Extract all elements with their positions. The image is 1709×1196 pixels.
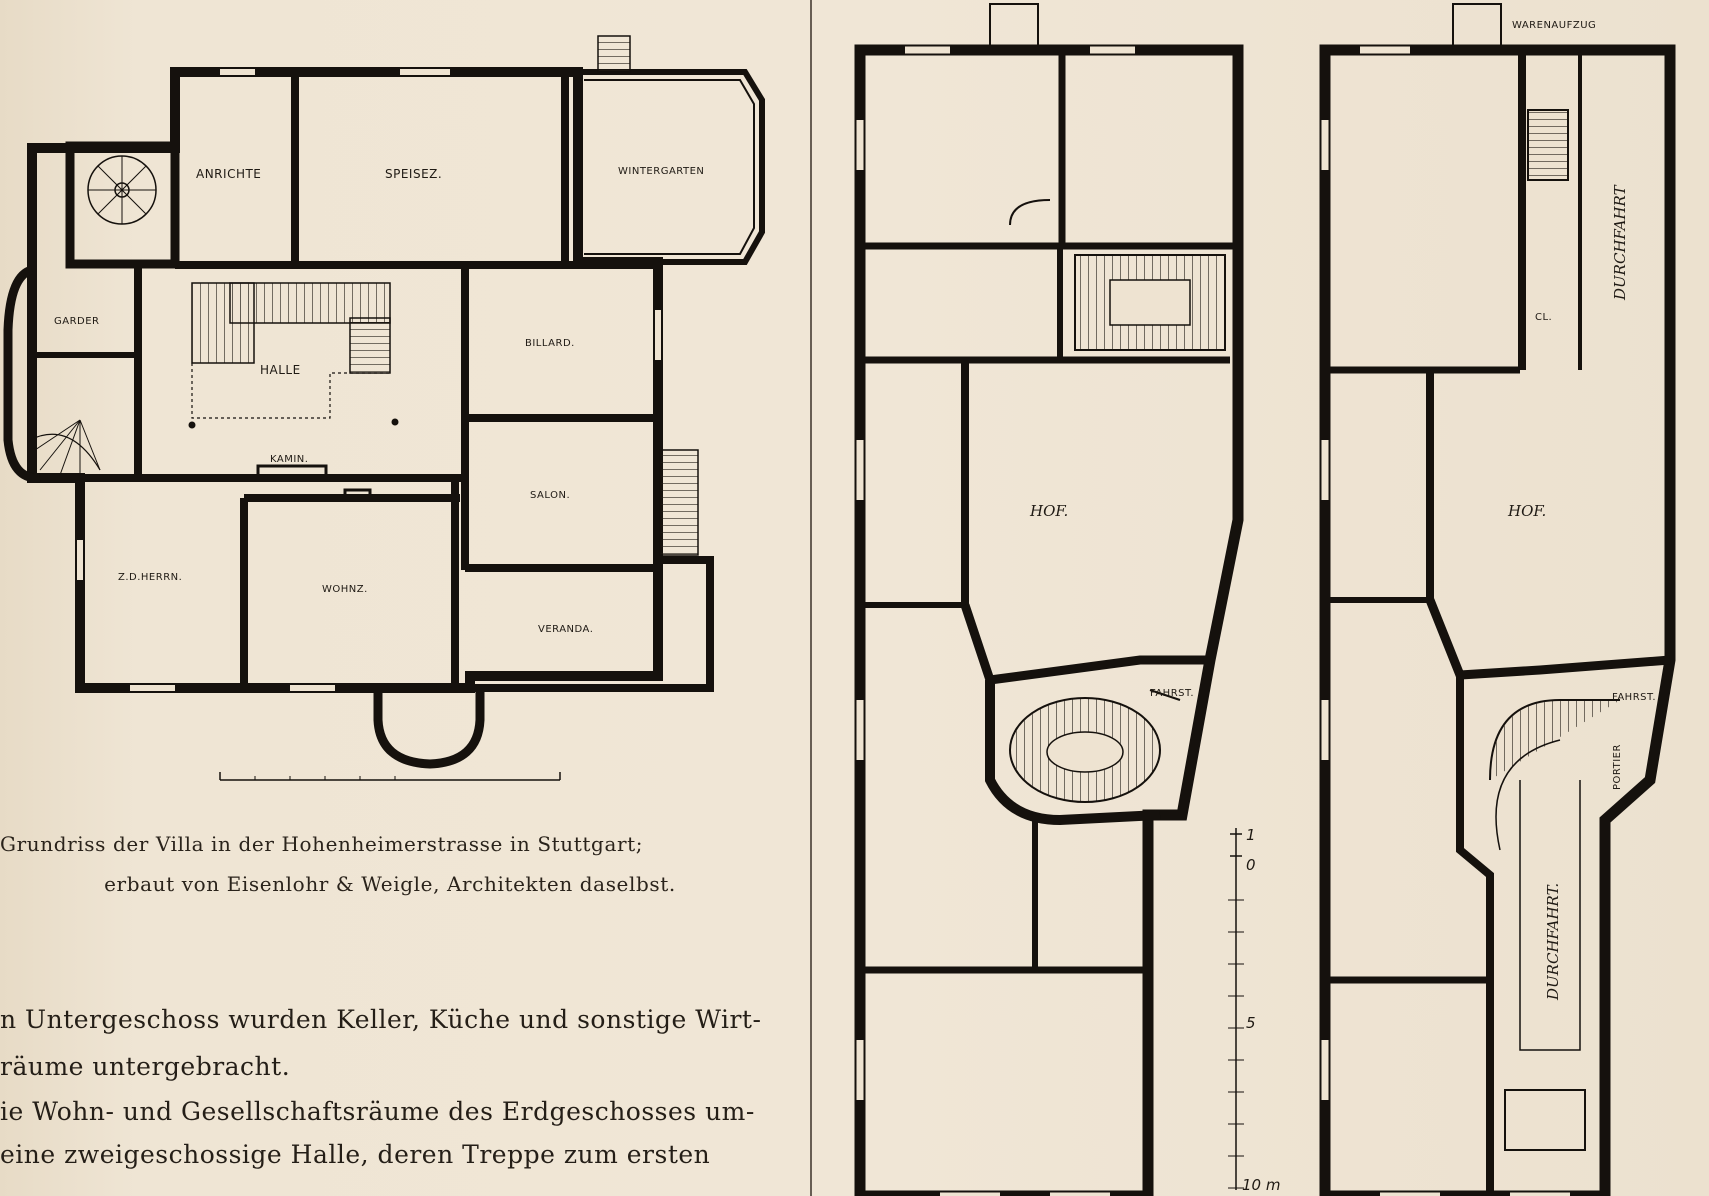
label-speisez: SPEISEZ.	[385, 167, 442, 181]
label-right-hof: HOF.	[1507, 502, 1546, 520]
villa-caption-line2: erbaut von Eisenlohr & Weigle, Architekt…	[104, 872, 676, 896]
label-warenaufzug: WARENAUFZUG	[1512, 20, 1596, 31]
body-text-line1: n Untergeschoss wurden Keller, Küche und…	[0, 1005, 762, 1034]
label-veranda: VERANDA.	[538, 624, 593, 635]
body-text-line2: räume untergebracht.	[0, 1052, 291, 1081]
label-billard: BILLARD.	[525, 338, 575, 349]
label-mid-hof: HOF.	[1029, 502, 1068, 520]
label-kamin: KAMIN.	[270, 454, 308, 465]
label-garder: GARDER	[54, 316, 100, 327]
vertical-scale-bar	[1228, 828, 1244, 1190]
scale-label-10m: 10 m	[1242, 1176, 1280, 1194]
body-text-line4: eine zweigeschossige Halle, deren Treppe…	[0, 1140, 711, 1169]
label-durchfahrt-bottom: DURCHFAHRT.	[1544, 883, 1562, 1001]
label-herrn: Z.D.HERRN.	[118, 572, 182, 583]
label-portier: PORTIER	[1612, 744, 1623, 790]
label-wohnz: WOHNZ.	[322, 584, 368, 595]
villa-scale-bar	[219, 772, 561, 781]
scale-label-1: 1	[1246, 826, 1256, 844]
villa-caption-line1: Grundriss der Villa in der Hohenheimerst…	[0, 832, 644, 856]
label-durchfahrt-top: DURCHFAHRT	[1611, 184, 1629, 301]
villa-plan	[3, 35, 765, 769]
scale-label-0: 0	[1246, 856, 1256, 874]
label-mid-fahrst: FAHRST.	[1150, 688, 1194, 699]
label-halle: HALLE	[260, 363, 301, 377]
label-anrichte: ANRICHTE	[196, 167, 261, 181]
label-right-fahrst: FAHRST.	[1612, 692, 1656, 703]
label-salon: SALON.	[530, 490, 570, 501]
scale-label-5: 5	[1246, 1014, 1256, 1032]
middle-plan	[854, 3, 1244, 1196]
label-wintergarten: WINTERGARTEN	[618, 166, 704, 177]
body-text-line3: ie Wohn- und Gesellschaftsräume des Erdg…	[0, 1097, 755, 1126]
right-plan	[1319, 3, 1676, 1196]
label-cl: CL.	[1535, 312, 1552, 323]
